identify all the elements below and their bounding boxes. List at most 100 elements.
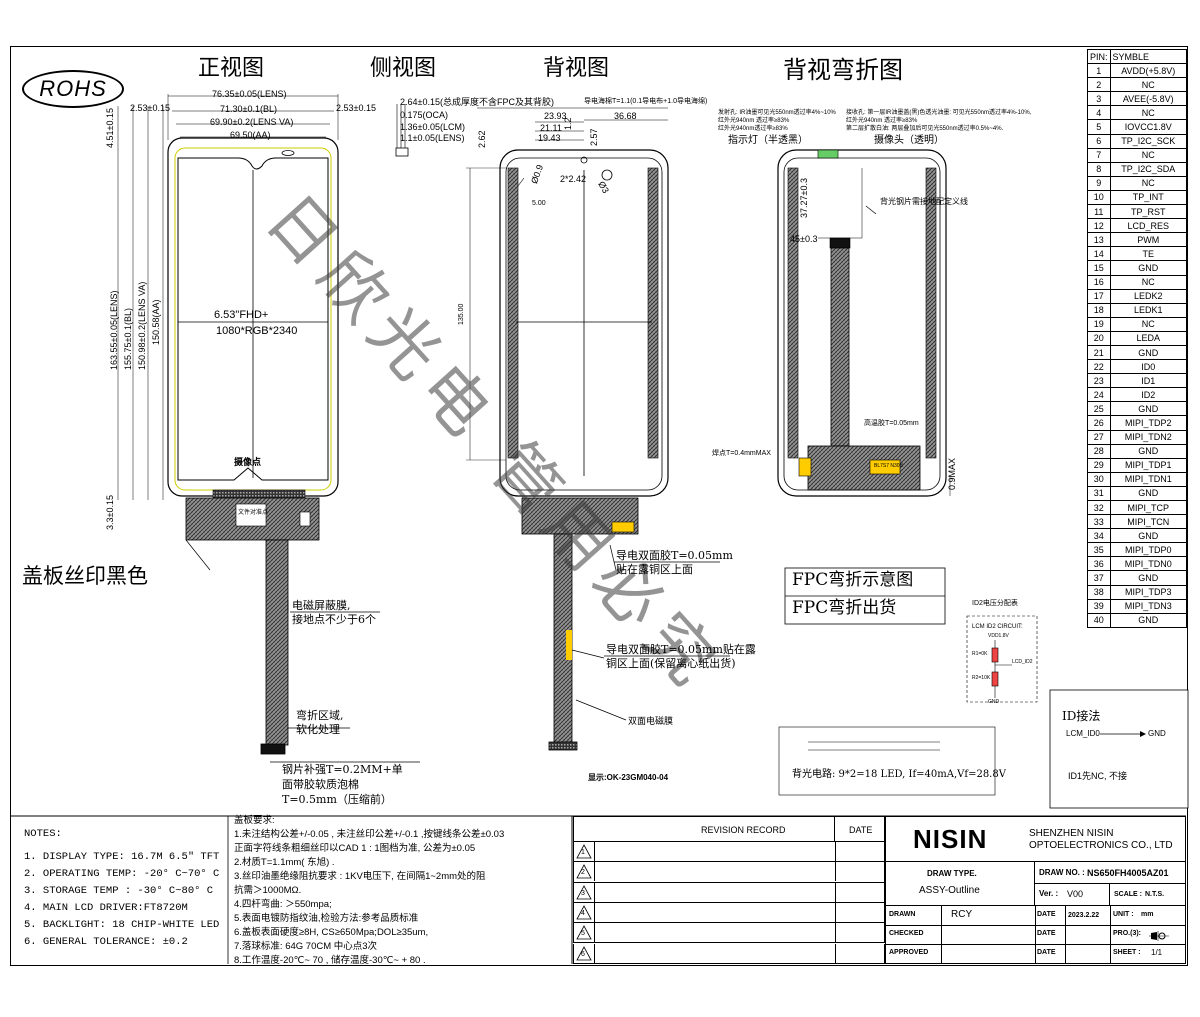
notes-title: NOTES: [24,828,62,840]
side-dim-oca: 0.175(OCA) [400,110,449,120]
pin-number: 22 [1087,359,1111,375]
cover-req-item: 3.丝印油墨绝缘阻抗要求 : 1KV电压下, 在间隔1~2mm处的阻 [234,871,486,882]
pin-symbol: NC [1109,274,1188,290]
revision-row: 1 [573,842,885,863]
note-item: 5. BACKLIGHT: 18 CHIP-WHITE LED [24,919,220,931]
id2-circuit-label: LCM ID2 CIRCUIT: [972,624,1023,630]
dim-left-gap: 2.53±0.15 [130,103,170,113]
sheet-value: 1/1 [1151,948,1163,957]
pin-number: 19 [1087,316,1111,332]
pin-number: 6 [1087,133,1111,149]
revision-mark: 1 [581,849,585,856]
pin-number: 27 [1087,429,1111,445]
back-view [466,107,669,751]
revision-triangle-icon [574,902,595,922]
conductive-callout-4: 铜区上面(保留离心纸出货) [606,657,736,670]
pin-symbol: MIPI_TDN2 [1109,429,1188,445]
unit-label: UNIT : [1113,911,1134,918]
pin-symbol: PWM [1109,232,1188,248]
hot-glue-note: 高温胶T=0.05mm [864,420,919,427]
fpc-align-label: 文件对准点 [238,510,269,516]
revision-row: 2 [573,862,885,883]
pin-number: 26 [1087,415,1111,431]
pin-number: 3 [1087,91,1111,107]
back-dim-7: 1.2 [563,117,573,130]
pin-symbol: GND [1109,344,1188,361]
pin-number: 18 [1087,302,1111,318]
pin-number: 14 [1087,246,1111,262]
dim-lens-width: 76.35±0.05(LENS) [212,89,287,99]
back-dim-2: 21.11 [540,123,562,133]
cover-req-item: 1.未注结构公差+/-0.05 , 未注丝印公差+/-0.1 ,按键线条公差±0… [234,829,505,840]
pin-symbol: LEDK2 [1109,288,1188,304]
pin-symbol: ID1 [1109,373,1188,389]
side-view-title: 侧视图 [370,56,437,81]
id-box-gnd: GND [1148,729,1166,738]
id2-title: ID2电压分配表 [972,600,1018,607]
steel-callout-1: 钢片补强T=0.2MM+单 [282,763,403,776]
back-dim-4: 36.68 [614,111,637,121]
pin-number: 13 [1087,232,1111,248]
revision-row: 4 [573,902,885,924]
fold-dim-1: 37.27±0.3 [799,178,809,218]
back-fold-view-title: 背视弯折图 [783,56,903,84]
pin-symbol: IOVCC1.8V [1109,119,1188,135]
symble-header: SYMBLE [1109,48,1188,65]
steel-callout-2: 面带胶软质泡棉 [282,778,359,791]
camera-label: 摄像头（透明） [874,135,944,146]
pin-number: 40 [1087,612,1111,628]
pin-symbol: ID0 [1109,359,1188,375]
pin-number: 21 [1087,344,1111,361]
pin-number: 33 [1087,514,1111,530]
pin-number: 16 [1087,274,1111,290]
pin-symbol: MIPI_TDP2 [1109,415,1188,431]
pin-number: 4 [1087,105,1111,121]
front-view-title: 正视图 [198,56,265,81]
pin-symbol: ID2 [1109,387,1188,403]
cover-req-item: 8.工作温度-20℃~ 70 , 储存温度-30℃~ + 80 . [234,955,426,966]
pin-number: 11 [1087,204,1111,220]
note-item: 1. DISPLAY TYPE: 16.7M 6.5" TFT [24,851,220,863]
pin-number: 36 [1087,556,1111,572]
pin-symbol: NC [1109,147,1188,163]
draw-no-label: DRAW NO. : [1039,868,1085,877]
revision-triangle-icon [574,943,595,963]
pin-number: 28 [1087,443,1111,459]
bend-callout-1: 弯折区域, [296,709,344,722]
notes-block: NOTES: 1. DISPLAY TYPE: 16.7M 6.5" TFT 2.… [24,826,219,951]
pin-number: 34 [1087,528,1111,544]
projection-symbol-icon [1149,928,1169,941]
back-dim-5: 2.62 [477,130,487,148]
drawn-date-label: DATE [1037,911,1056,918]
pin-symbol: GND [1109,570,1188,586]
pin-symbol: MIPI_TDN3 [1109,598,1188,614]
revision-triangle-icon [574,862,595,882]
pin-symbol: AVEE(-5.8V) [1109,91,1188,107]
cover-req-item: 4.四杆弯曲: ＞550mpa; [234,899,332,910]
checked-label: CHECKED [889,930,924,937]
fold-dim-3: 0.9MAX [947,457,957,490]
note-item: 2. OPERATING TEMP: -20° C~70° C [24,868,220,880]
pin-number: 9 [1087,175,1111,191]
conductive-callout-2: 贴在露铜区上面 [616,563,693,576]
backlight-note: 背光电路: 9*2=18 LED, If=40mA,Vf=28.8V [792,769,1006,780]
scale-label: SCALE : [1114,891,1142,898]
company-name-2: OPTOELECTRONICS CO., LTD [1029,840,1173,851]
id2-r2: R2=10K [972,675,991,681]
